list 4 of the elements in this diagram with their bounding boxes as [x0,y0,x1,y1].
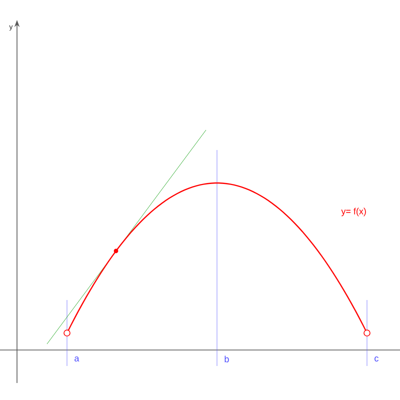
point-label: c [374,356,378,362]
point-label: b [224,356,229,362]
point-label: a [74,356,80,362]
function-label: y= f(x) [341,208,366,216]
